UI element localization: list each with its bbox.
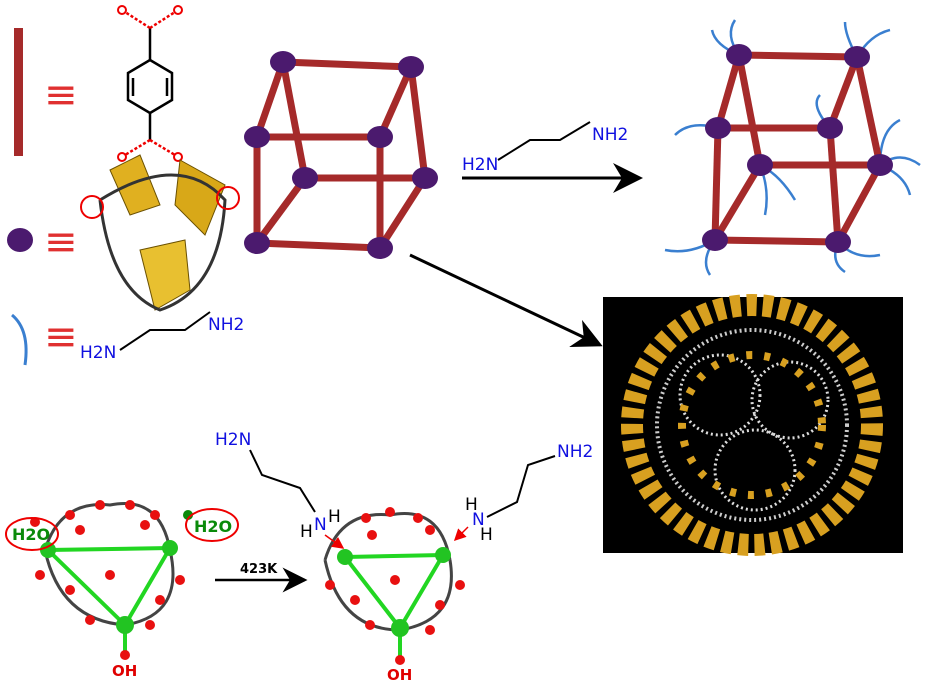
h-label: H [465,495,478,515]
en-nh2-label: NH2 [557,442,593,462]
equiv-sign: ≡ [44,314,78,360]
water-label: H2O [12,525,50,544]
water-label: H2O [194,517,232,536]
en-h2n-label: H2N [215,430,251,450]
cluster-hydrated: H2O H2O OH [5,500,239,680]
functionalized-mof-cube [664,19,921,276]
hydroxyl-label: OH [112,662,137,680]
h-label: H [328,507,341,527]
hydroxyl-label: OH [387,666,412,684]
node-symbol [7,228,33,252]
en-h2n-label: H2N [80,343,116,363]
n-label: N [314,515,327,535]
temperature-label: 423K [240,562,278,577]
ethylenediamine-right: NH2 N H H [453,442,593,545]
equiv-sign: ≡ [44,219,78,265]
en-bonds [497,121,591,161]
amine-symbol [10,313,28,366]
cluster-en-grafted: OH [323,507,465,684]
mof-cube [244,51,438,259]
linker-symbol [14,28,23,156]
legend: ≡ ≡ ≡ H2N NH2 [7,5,244,366]
en-nh2-label: NH2 [592,125,628,145]
n-label: N [472,510,485,530]
metal-cluster-polyhedra [80,154,240,312]
mil-100-cage-image [603,294,903,556]
reaction-arrow [409,253,603,347]
ethylenediamine-left: H2N N H H [215,430,345,549]
en-h2n-label: H2N [462,155,498,175]
en-bonds [119,311,211,351]
h-label: H [300,522,313,542]
bdc-linker-structure [117,5,183,162]
h-label: H [480,525,493,545]
equiv-sign: ≡ [44,72,78,118]
en-nh2-label: NH2 [208,315,244,335]
